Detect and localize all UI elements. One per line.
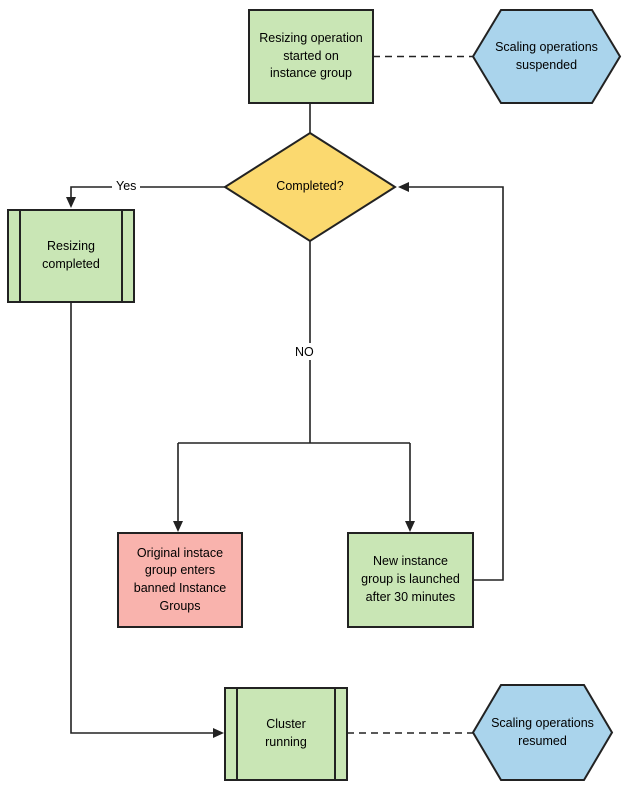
arrowhead-into-decision [398, 182, 409, 192]
edge-new-group-back-to-decision [409, 186, 504, 581]
start-node-shape [248, 9, 374, 104]
suspended-hexagon-shape [471, 9, 622, 104]
cluster-predefined-bars [236, 688, 336, 780]
arrowhead-into-banned [173, 521, 183, 532]
banned-node-shape [117, 532, 243, 628]
edge-resizing-completed-to-cluster [70, 302, 213, 734]
arrowhead-into-resizing-completed [66, 197, 76, 208]
arrowhead-into-cluster [213, 728, 224, 738]
cluster-node-shape [224, 687, 348, 781]
new-group-node-shape [347, 532, 474, 628]
resumed-hexagon-shape [471, 684, 614, 781]
resizing-completed-node-shape [7, 209, 135, 303]
decision-diamond-shape [223, 131, 397, 243]
arrowhead-into-new-group [405, 521, 415, 532]
edge-decision-yes-to-resizing-completed [70, 186, 225, 197]
resizing-completed-predefined-bars [19, 210, 123, 302]
